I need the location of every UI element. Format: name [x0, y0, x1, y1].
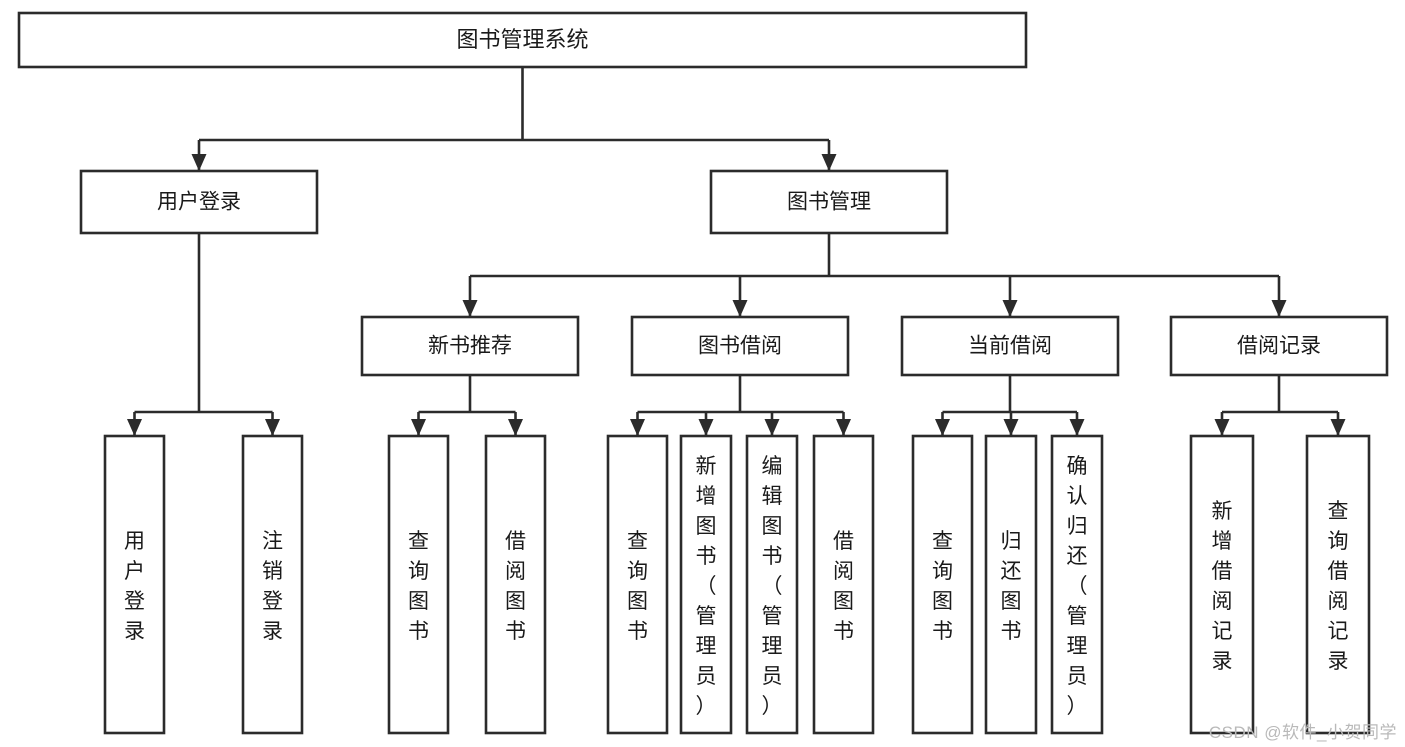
connector-group-user-login — [127, 233, 280, 436]
arrow-head — [265, 419, 280, 436]
arrow-head — [1069, 419, 1085, 436]
arrow-head — [191, 154, 207, 171]
node-label-leaf-borrow-book-2: 借阅图书 — [833, 530, 854, 643]
node-label-root: 图书管理系统 — [456, 27, 588, 52]
node-box-user-login — [79, 169, 319, 235]
connector-group-book-manage — [462, 233, 1287, 317]
node-box-leaf-query-book-3 — [911, 434, 974, 735]
node-box-book-borrow — [630, 315, 850, 377]
connector-group-root — [191, 67, 837, 171]
arrow-head — [1002, 300, 1018, 317]
node-label-leaf-user-login: 用户登录 — [124, 530, 145, 643]
arrow-head — [935, 419, 950, 436]
node-label-leaf-add-book: 新增图书（管理员） — [696, 455, 717, 718]
node-leaf-add-record[interactable]: 新增借阅记录 — [1189, 434, 1255, 735]
node-label-leaf-add-record: 新增借阅记录 — [1212, 500, 1233, 673]
node-label-leaf-query-record: 查询借阅记录 — [1328, 500, 1349, 673]
node-leaf-confirm-return[interactable]: 确认归还（管理员） — [1050, 434, 1104, 735]
node-label-leaf-query-book-3: 查询图书 — [932, 530, 953, 643]
arrow-head — [1003, 419, 1019, 436]
connector-group-new-book-rec — [411, 375, 523, 436]
arrow-head — [1271, 300, 1287, 317]
node-box-leaf-borrow-book-2 — [812, 434, 875, 735]
node-label-current-borrow: 当前借阅 — [968, 335, 1052, 358]
node-box-leaf-add-book — [679, 434, 733, 735]
node-box-leaf-edit-book — [745, 434, 799, 735]
node-leaf-query-book-2[interactable]: 查询图书 — [606, 434, 669, 735]
node-current-borrow[interactable]: 当前借阅 — [900, 315, 1120, 377]
node-box-current-borrow — [900, 315, 1120, 377]
arrow-head — [127, 419, 142, 436]
connector-group-borrow-record — [1214, 375, 1346, 436]
node-leaf-query-book-1[interactable]: 查询图书 — [387, 434, 450, 735]
arrow-head — [630, 419, 645, 436]
node-leaf-query-book-3[interactable]: 查询图书 — [911, 434, 974, 735]
arrow-head — [836, 419, 851, 436]
arrow-head — [462, 300, 478, 317]
node-label-leaf-confirm-return: 确认归还（管理员） — [1067, 455, 1088, 718]
arrow-head — [411, 419, 426, 436]
node-book-manage[interactable]: 图书管理 — [709, 169, 949, 235]
node-label-leaf-edit-book: 编辑图书（管理员） — [762, 455, 783, 718]
arrow-head — [698, 419, 714, 436]
arrow-head — [764, 419, 780, 436]
node-layer: 图书管理系统用户登录图书管理新书推荐图书借阅当前借阅借阅记录用户登录注销登录查询… — [17, 11, 1389, 735]
node-box-book-manage — [709, 169, 949, 235]
connector-layer — [127, 67, 1346, 436]
arrow-head — [508, 419, 523, 436]
node-leaf-borrow-book-2[interactable]: 借阅图书 — [812, 434, 875, 735]
node-root[interactable]: 图书管理系统 — [17, 11, 1028, 69]
node-box-leaf-return-book — [984, 434, 1038, 735]
node-box-leaf-confirm-return — [1050, 434, 1104, 735]
arrow-head — [821, 154, 837, 171]
node-label-new-book-rec: 新书推荐 — [428, 335, 512, 358]
node-label-user-login: 用户登录 — [157, 191, 241, 214]
node-leaf-add-book[interactable]: 新增图书（管理员） — [679, 434, 733, 735]
node-label-leaf-query-book-2: 查询图书 — [627, 530, 648, 643]
arrow-head — [1330, 419, 1346, 436]
node-leaf-user-login[interactable]: 用户登录 — [103, 434, 166, 735]
node-box-leaf-query-record — [1305, 434, 1371, 735]
node-user-login[interactable]: 用户登录 — [79, 169, 319, 235]
node-box-borrow-record — [1169, 315, 1389, 377]
node-leaf-query-record[interactable]: 查询借阅记录 — [1305, 434, 1371, 735]
node-label-borrow-record: 借阅记录 — [1237, 335, 1321, 358]
node-box-leaf-borrow-book-1 — [484, 434, 547, 735]
node-leaf-user-logout[interactable]: 注销登录 — [241, 434, 304, 735]
node-label-leaf-return-book: 归还图书 — [1001, 530, 1022, 643]
node-box-leaf-user-logout — [241, 434, 304, 735]
node-box-new-book-rec — [360, 315, 580, 377]
node-book-borrow[interactable]: 图书借阅 — [630, 315, 850, 377]
node-label-leaf-query-book-1: 查询图书 — [408, 530, 429, 643]
node-box-leaf-user-login — [103, 434, 166, 735]
node-label-book-borrow: 图书借阅 — [698, 335, 782, 358]
node-label-leaf-user-logout: 注销登录 — [262, 530, 283, 643]
node-label-book-manage: 图书管理 — [787, 191, 871, 214]
connector-group-current-borrow — [935, 375, 1085, 436]
arrow-head — [1214, 419, 1230, 436]
node-new-book-rec[interactable]: 新书推荐 — [360, 315, 580, 377]
connector-group-book-borrow — [630, 375, 851, 436]
node-box-leaf-query-book-1 — [387, 434, 450, 735]
node-leaf-edit-book[interactable]: 编辑图书（管理员） — [745, 434, 799, 735]
node-box-leaf-add-record — [1189, 434, 1255, 735]
node-label-leaf-borrow-book-1: 借阅图书 — [505, 530, 526, 643]
node-leaf-borrow-book-1[interactable]: 借阅图书 — [484, 434, 547, 735]
node-leaf-return-book[interactable]: 归还图书 — [984, 434, 1038, 735]
arrow-head — [732, 300, 748, 317]
node-borrow-record[interactable]: 借阅记录 — [1169, 315, 1389, 377]
node-box-leaf-query-book-2 — [606, 434, 669, 735]
node-box-root — [17, 11, 1028, 69]
